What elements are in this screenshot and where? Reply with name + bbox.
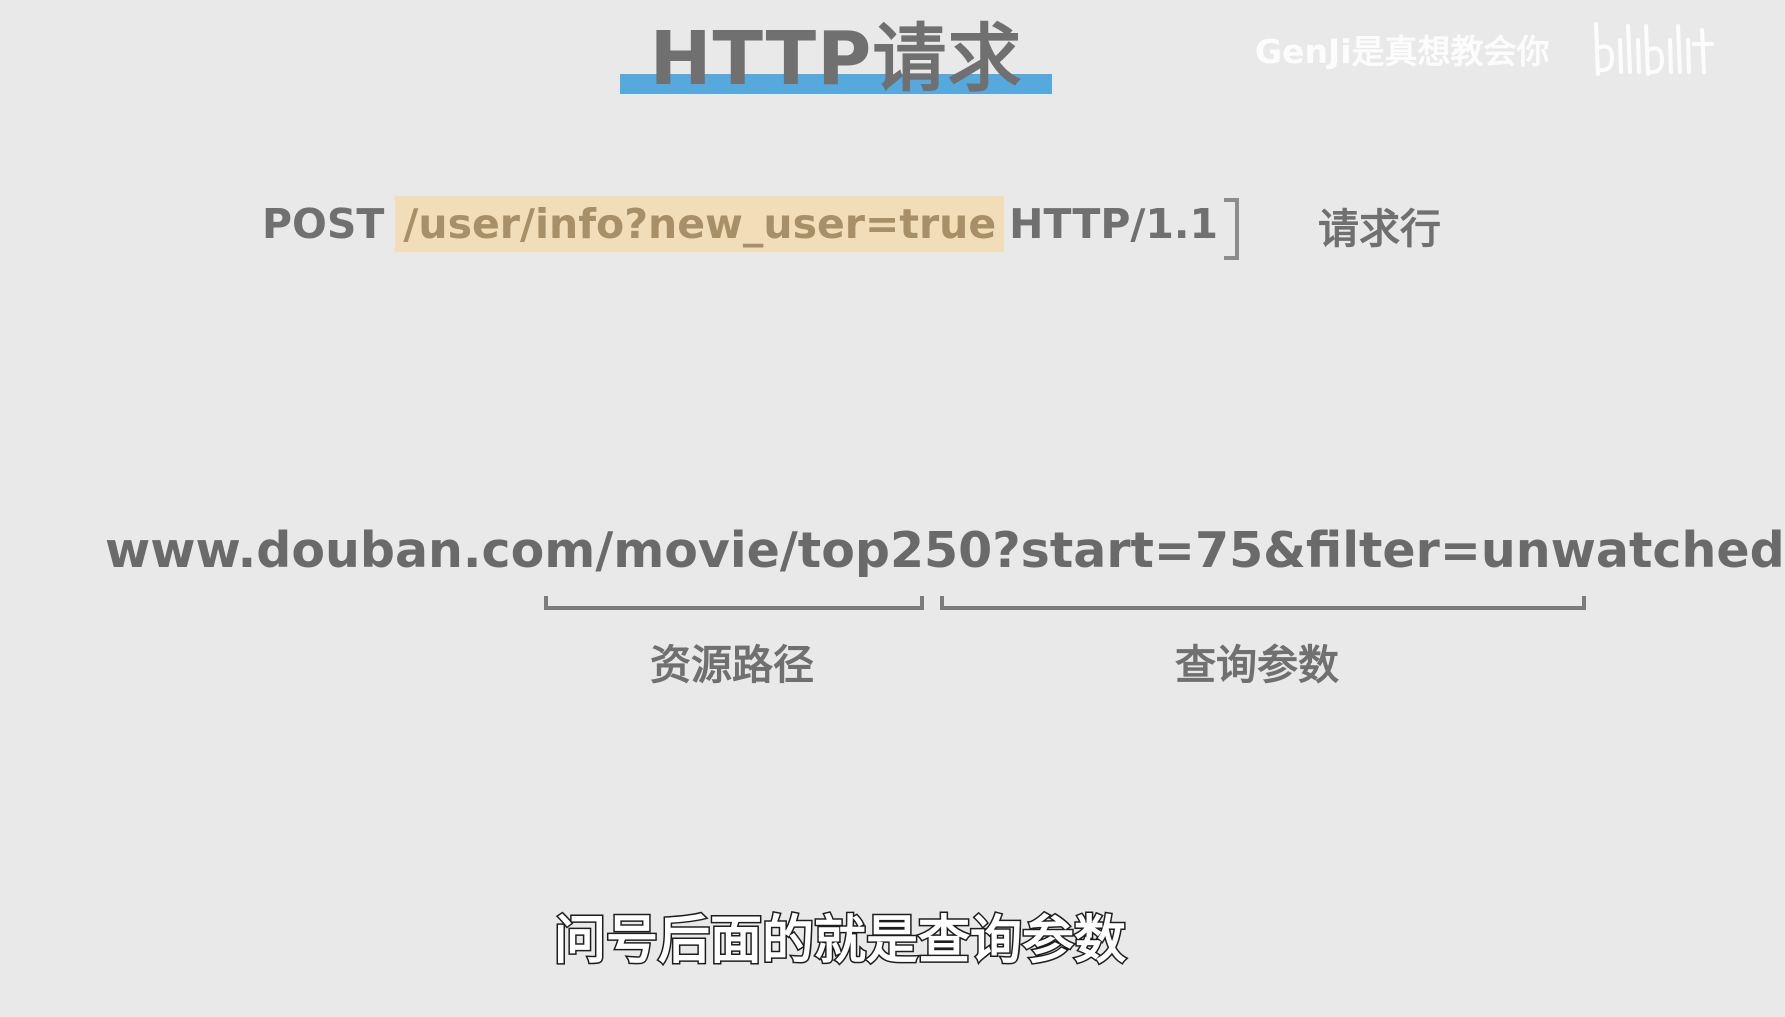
request-version: HTTP/1.1 [1009,200,1219,248]
video-subtitle: 问号后面的就是查询参数 [552,910,1127,973]
channel-watermark: GenJi是真想教会你 [1255,32,1550,71]
bilibili-logo-icon [1594,22,1714,76]
request-path-highlight: /user/info?new_user=true [395,196,1005,252]
request-line-label: 请求行 [1318,205,1441,253]
right-bracket-icon [1224,198,1239,260]
request-method: POST [262,200,385,248]
query-brace [940,596,1586,610]
path-brace [544,596,924,610]
example-url: www.douban.com/movie/top250?start=75&fil… [105,518,1785,584]
url-host: www.douban.com [105,522,596,579]
resource-path-label: 资源路径 [650,641,814,689]
url-path: /movie/top250 [595,522,993,579]
slide-title: HTTP请求 [620,18,1052,100]
query-params-label: 查询参数 [1175,641,1339,689]
url-query: ?start=75&filter=unwatched [992,522,1785,579]
title-text: HTTP请求 [649,16,1023,102]
title-underline [620,74,1052,94]
